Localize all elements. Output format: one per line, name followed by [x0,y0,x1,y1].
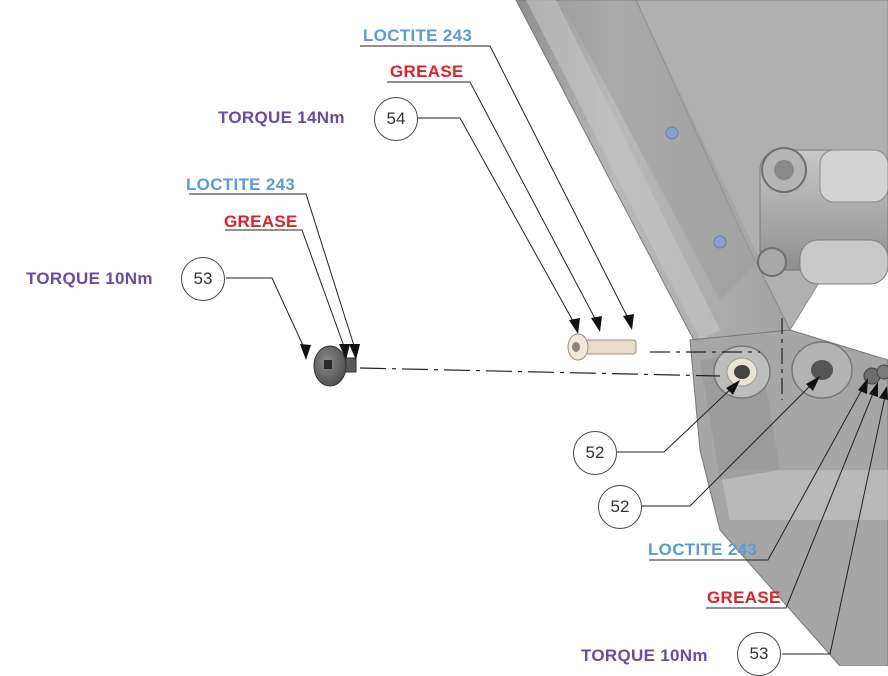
loctite-label-54: LOCTITE 243 [363,26,473,45]
torque-label-54: TORQUE 14Nm [218,108,345,127]
arrowheads-54 [569,314,634,334]
part-bubble-53-right: 53 [737,632,781,676]
pivot-lug-1 [713,345,771,399]
part-bubble-53-left: 53 [181,257,225,301]
part-bubble-52-upper: 52 [573,431,617,475]
loctite-label-53-right: LOCTITE 243 [648,540,758,559]
arrowheads-52 [726,376,820,395]
arrowheads-53-left [300,344,360,360]
bolt-53-left [313,345,357,387]
bolt-54 [567,333,637,361]
arrowheads-53-right [858,378,888,400]
leader-lines-53-left [189,193,357,353]
leader-lines-54 [360,45,633,331]
part-bubble-54: 54 [374,97,418,141]
leader-lines-53-right [649,381,887,655]
part-bubble-52-lower: 52 [598,485,642,529]
grease-label-53-left: GREASE [224,212,298,231]
axle-centerline [359,318,783,400]
right-small-bolts [863,364,888,385]
rear-shock [757,147,888,285]
torque-label-53-left: TORQUE 10Nm [26,269,153,288]
leader-lines-52 [617,379,817,507]
loctite-label-53-left: LOCTITE 243 [186,175,296,194]
grease-label-53-right: GREASE [707,588,781,607]
pivot-lug-2 [791,341,853,399]
torque-label-53-right: TORQUE 10Nm [581,646,708,665]
grease-label-54: GREASE [390,62,464,81]
